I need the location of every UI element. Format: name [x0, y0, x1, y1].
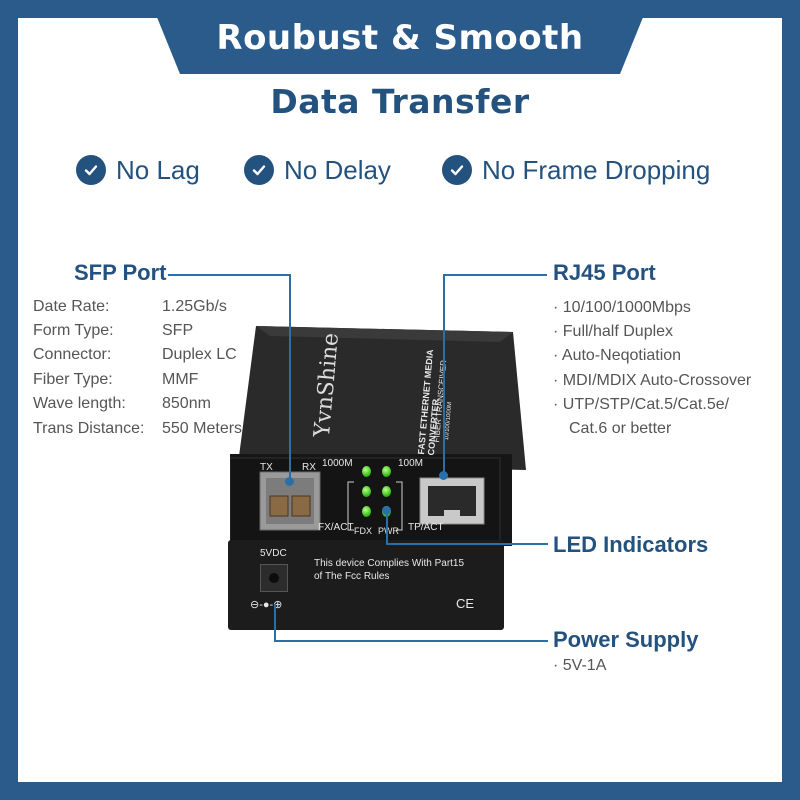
- check-circle-icon: [442, 155, 472, 185]
- sfp-callout-line: [168, 274, 290, 276]
- spec-label: Trans Distance:: [33, 420, 145, 437]
- device-body-illustration: [216, 326, 526, 546]
- led-callout-line: [386, 543, 548, 545]
- spec-value: 1.25Gb/s: [162, 298, 227, 315]
- spec-label: Connector:: [33, 346, 112, 363]
- rx-label: RX: [302, 462, 316, 473]
- feature-no-lag: No Lag: [76, 152, 200, 188]
- rj45-spec-item: Cat.6 or better: [569, 420, 672, 437]
- rj45-spec-item: · MDI/MDIX Auto-Crossover: [553, 372, 752, 389]
- rj45-callout-line: [443, 274, 547, 276]
- fdx-label: FDX: [354, 526, 372, 536]
- check-circle-icon: [244, 155, 274, 185]
- spec-value: Duplex LC: [162, 346, 237, 363]
- check-circle-icon: [76, 155, 106, 185]
- dc-input-label: 5VDC: [260, 548, 287, 559]
- dc-jack: [260, 564, 288, 592]
- tp-act-label: TP/ACT: [408, 522, 444, 533]
- rj45-spec-item: · 10/100/1000Mbps: [553, 299, 691, 316]
- spec-value: 850nm: [162, 395, 211, 412]
- pwr-label: PWR: [378, 526, 399, 536]
- headline-line-1: Roubust & Smooth: [216, 18, 584, 58]
- speed-100m-label: 100M: [398, 458, 424, 469]
- compliance-text-line-1: This device Complies With Part15: [314, 558, 465, 569]
- feature-label: No Lag: [116, 154, 200, 185]
- led-indicators-title: LED Indicators: [553, 532, 709, 557]
- feature-label: No Frame Dropping: [482, 154, 711, 185]
- feature-no-frame-dropping: No Frame Dropping: [442, 152, 710, 188]
- compliance-text-line-2: of The Fcc Rules: [314, 571, 390, 582]
- headline-line-2: Data Transfer: [270, 82, 530, 121]
- spec-label: Wave length:: [33, 395, 126, 412]
- tx-label: TX: [260, 462, 273, 473]
- power-supply-title: Power Supply: [553, 627, 699, 652]
- led-callout-dot: [382, 506, 391, 515]
- led-tp-link: [382, 486, 391, 497]
- spec-value: MMF: [162, 371, 199, 388]
- feature-no-delay: No Delay: [244, 152, 391, 188]
- spec-value: SFP: [162, 322, 194, 339]
- led-fx-link: [362, 486, 371, 497]
- rj45-port-title: RJ45 Port: [553, 260, 656, 285]
- spec-label: Fiber Type:: [33, 371, 113, 388]
- rj45-callout-line-vertical: [443, 274, 445, 474]
- power-callout-line: [274, 640, 548, 642]
- rj45-spec-item: · Auto-Neqotiation: [553, 347, 682, 364]
- media-converter-bottom-unit: 5VDC ⊖-●-⊕ This device Complies With Par…: [228, 540, 504, 630]
- led-callout-line-vertical: [386, 510, 388, 544]
- spec-label: Form Type:: [33, 322, 114, 339]
- rj45-callout-dot: [439, 471, 448, 480]
- feature-label: No Delay: [284, 154, 391, 185]
- ce-mark: CE: [456, 596, 475, 611]
- power-spec-item: · 5V-1A: [553, 657, 607, 674]
- polarity-symbol: ⊖-●-⊕: [250, 599, 283, 611]
- spec-value: 550 Meters: [162, 420, 243, 437]
- rj45-spec-item: · UTP/STP/Cat.5/Cat.5e/: [553, 396, 730, 413]
- speed-1000m-label: 1000M: [322, 458, 353, 469]
- sfp-callout-line-vertical: [289, 274, 291, 480]
- spec-label: Date Rate:: [33, 298, 110, 315]
- led-fdx: [362, 506, 371, 517]
- fx-act-label: FX/ACT: [318, 522, 354, 533]
- media-converter-top-unit: YvnShine FAST ETHERNET MEDIA CONVERTER F…: [216, 326, 526, 546]
- sfp-port-title: SFP Port: [74, 260, 167, 285]
- sfp-callout-dot: [285, 477, 294, 486]
- rj45-spec-item: · Full/half Duplex: [553, 323, 674, 340]
- title-tab: [150, 0, 650, 74]
- led-100m: [382, 466, 391, 477]
- led-1000m: [362, 466, 371, 477]
- power-callout-line-vertical: [274, 604, 276, 641]
